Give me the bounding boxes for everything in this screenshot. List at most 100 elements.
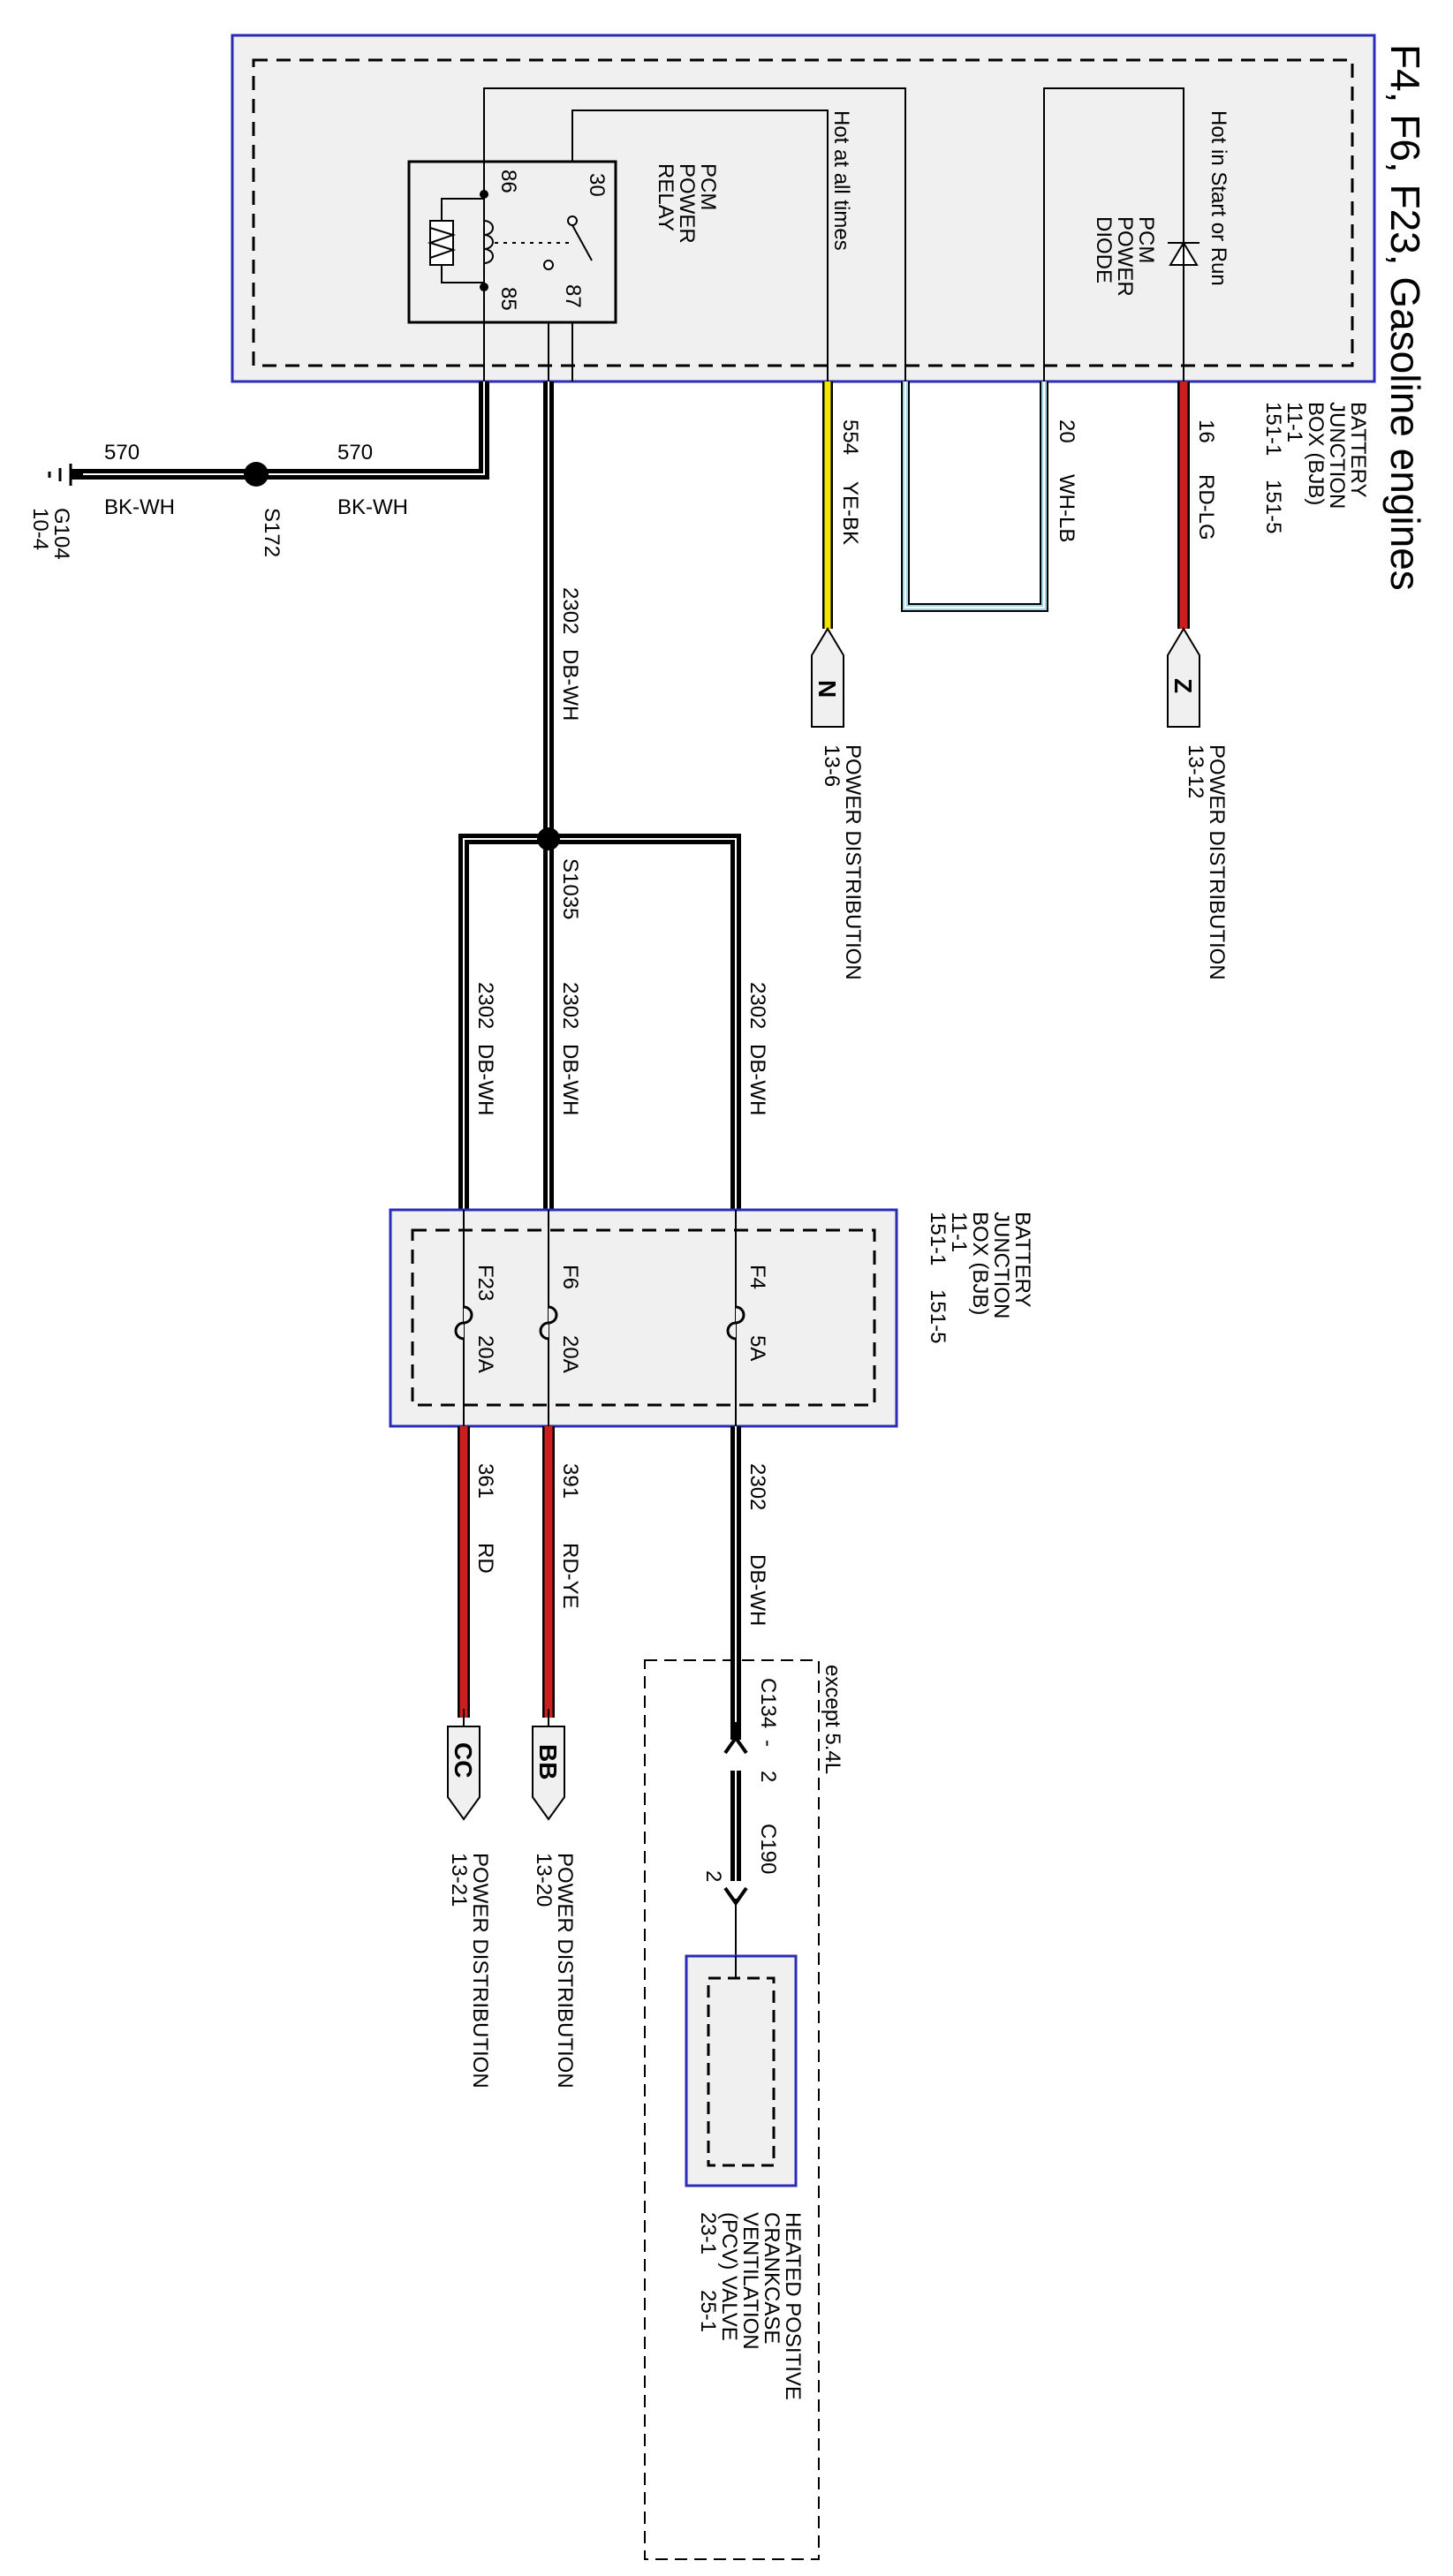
wire-rd-lg-color: RD-LG bbox=[1194, 474, 1218, 540]
wire-wh-lb-circuit: 20 bbox=[1055, 419, 1078, 443]
connector-n: N bbox=[811, 627, 844, 728]
svg-text:11-1: 11-1 bbox=[947, 1212, 971, 1252]
hot-all-times-label: Hot at all times bbox=[829, 110, 853, 251]
option-box bbox=[644, 1659, 820, 2560]
inline-pin-b: 2 bbox=[701, 1870, 725, 1882]
connector-cc-ref: 13-21 bbox=[447, 1853, 471, 1907]
svg-text:BATTERY: BATTERY bbox=[1010, 1212, 1034, 1307]
svg-text:JUNCTION: JUNCTION bbox=[1325, 402, 1349, 509]
wire-f4-out-circuit: 2302 bbox=[745, 1463, 769, 1510]
connector-z-desc: POWER DISTRIBUTION bbox=[1205, 744, 1229, 980]
ground-ref: 10-4 bbox=[28, 508, 52, 550]
connector-n-ref: 13-6 bbox=[820, 744, 844, 787]
svg-text:CC: CC bbox=[450, 1742, 477, 1778]
wire-db-wh-branches bbox=[458, 834, 741, 1210]
hot-start-run-label: Hot in Start or Run bbox=[1207, 110, 1230, 286]
svg-text:5A: 5A bbox=[745, 1335, 769, 1361]
splice-s172-label: S172 bbox=[260, 508, 284, 557]
svg-text:POWER: POWER bbox=[675, 163, 699, 244]
svg-text:20A: 20A bbox=[473, 1335, 497, 1373]
bjb-top-module bbox=[231, 34, 1376, 383]
diagram-title: F4, F6, F23, Gasoline engines bbox=[1382, 44, 1428, 591]
connector-bb-desc: POWER DISTRIBUTION bbox=[553, 1853, 577, 2089]
inline-pin-a: 2 bbox=[756, 1771, 780, 1782]
wire-f4-out-color: DB-WH bbox=[745, 1554, 769, 1626]
fuse-f6 bbox=[539, 1305, 558, 1341]
svg-text:DIODE: DIODE bbox=[1092, 216, 1116, 283]
wire-db-wh-f23-circuit: 2302 bbox=[473, 982, 497, 1029]
fuse-labels: F4 5A F6 20A F23 20A bbox=[473, 1265, 769, 1373]
wire-bk-wh-right-color: BK-WH bbox=[337, 495, 408, 519]
svg-text:F6: F6 bbox=[558, 1265, 582, 1289]
svg-text:PCM: PCM bbox=[1134, 216, 1158, 263]
bjb-fuse-name: BATTERY JUNCTION BOX (BJB) 11-1 151-1 15… bbox=[926, 1212, 1034, 1343]
svg-text:86: 86 bbox=[496, 170, 520, 193]
fuse-f4 bbox=[726, 1305, 745, 1341]
svg-text:PCM: PCM bbox=[696, 163, 720, 210]
wire-bk-wh-left-circuit: 570 bbox=[104, 441, 140, 465]
svg-text:BOX (BJB): BOX (BJB) bbox=[1304, 402, 1328, 505]
connector-bb: BB bbox=[532, 1709, 565, 1821]
wire-rd-lg-circuit: 16 bbox=[1194, 419, 1218, 443]
pcv-valve-module bbox=[685, 1954, 798, 2187]
svg-text:HEATED POSITIVE: HEATED POSITIVE bbox=[781, 2212, 805, 2400]
wire-db-wh-f6-circuit: 2302 bbox=[558, 982, 582, 1029]
pcm-power-diode bbox=[1168, 234, 1199, 291]
connector-cc-desc: POWER DISTRIBUTION bbox=[468, 1853, 492, 2089]
wire-f23-out-circuit: 361 bbox=[473, 1463, 497, 1499]
option-label: except 5.4L bbox=[821, 1665, 844, 1774]
svg-text:Z: Z bbox=[1169, 678, 1197, 693]
wire-wh-lb-color: WH-LB bbox=[1055, 474, 1078, 542]
splice-s1035 bbox=[537, 827, 560, 850]
pcm-power-relay bbox=[407, 160, 617, 324]
svg-text:30: 30 bbox=[585, 173, 609, 197]
connector-cc: CC bbox=[447, 1709, 481, 1821]
svg-text:RELAY: RELAY bbox=[654, 163, 677, 231]
svg-text:BATTERY: BATTERY bbox=[1346, 402, 1370, 497]
svg-text:VENTILATION: VENTILATION bbox=[738, 2212, 762, 2350]
svg-text:N: N bbox=[814, 680, 841, 698]
wire-db-wh-main-color: DB-WH bbox=[558, 649, 582, 721]
bjb-fuse-module bbox=[389, 1208, 898, 1428]
svg-text:BB: BB bbox=[534, 1744, 562, 1779]
splice-s172 bbox=[244, 462, 269, 487]
svg-text:F23: F23 bbox=[473, 1265, 497, 1301]
ground-name: G104 bbox=[49, 508, 73, 560]
svg-text:151-1 151-5: 151-1 151-5 bbox=[926, 1212, 950, 1343]
svg-text:CRANKCASE: CRANKCASE bbox=[760, 2212, 783, 2344]
wire-db-wh-f4-circuit: 2302 bbox=[745, 982, 769, 1029]
pcv-valve-name: HEATED POSITIVE CRANKCASE VENTILATION (P… bbox=[696, 2212, 805, 2400]
svg-text:(PCV) VALVE: (PCV) VALVE bbox=[717, 2212, 741, 2341]
wire-ye-bk-circuit: 554 bbox=[838, 419, 862, 455]
wire-f6-out-color: RD-YE bbox=[558, 1543, 582, 1609]
connector-z-ref: 13-12 bbox=[1184, 744, 1207, 798]
wire-db-wh-f6-color: DB-WH bbox=[558, 1044, 582, 1115]
wire-wh-lb bbox=[901, 381, 1048, 612]
wire-f6-out-circuit: 391 bbox=[558, 1463, 582, 1499]
svg-text:BOX (BJB): BOX (BJB) bbox=[968, 1212, 992, 1315]
svg-text:11-1: 11-1 bbox=[1283, 402, 1306, 442]
connector-z: Z bbox=[1167, 627, 1200, 728]
pcm-power-relay-label: PCM POWER RELAY bbox=[654, 163, 720, 244]
svg-text:JUNCTION: JUNCTION bbox=[989, 1212, 1013, 1318]
wire-db-wh-main-circuit: 2302 bbox=[558, 587, 582, 634]
relay-pin-labels: 86 85 30 87 bbox=[496, 170, 609, 311]
splice-s1035-label: S1035 bbox=[558, 858, 582, 919]
wire-bk-wh-right-circuit: 570 bbox=[337, 441, 373, 465]
wire-bk-wh bbox=[71, 381, 489, 480]
svg-text:85: 85 bbox=[496, 287, 520, 311]
bjb-top-name: BATTERY JUNCTION BOX (BJB) 11-1 151-1 15… bbox=[1261, 402, 1370, 533]
connector-bb-ref: 13-20 bbox=[532, 1853, 556, 1907]
inline-c134-label: C134 bbox=[756, 1678, 780, 1728]
svg-text:20A: 20A bbox=[558, 1335, 582, 1373]
svg-text:POWER: POWER bbox=[1113, 216, 1137, 297]
svg-text:F4: F4 bbox=[745, 1265, 769, 1289]
svg-text:151-1 151-5: 151-1 151-5 bbox=[1261, 402, 1285, 533]
ground-symbol bbox=[48, 464, 83, 486]
wire-bk-wh-left-color: BK-WH bbox=[104, 495, 175, 519]
inline-dash: - bbox=[756, 1740, 780, 1747]
wire-f23-out-color: RD bbox=[473, 1543, 497, 1574]
wire-db-wh-f4-color: DB-WH bbox=[745, 1044, 769, 1115]
inline-c190-label: C190 bbox=[756, 1824, 780, 1874]
